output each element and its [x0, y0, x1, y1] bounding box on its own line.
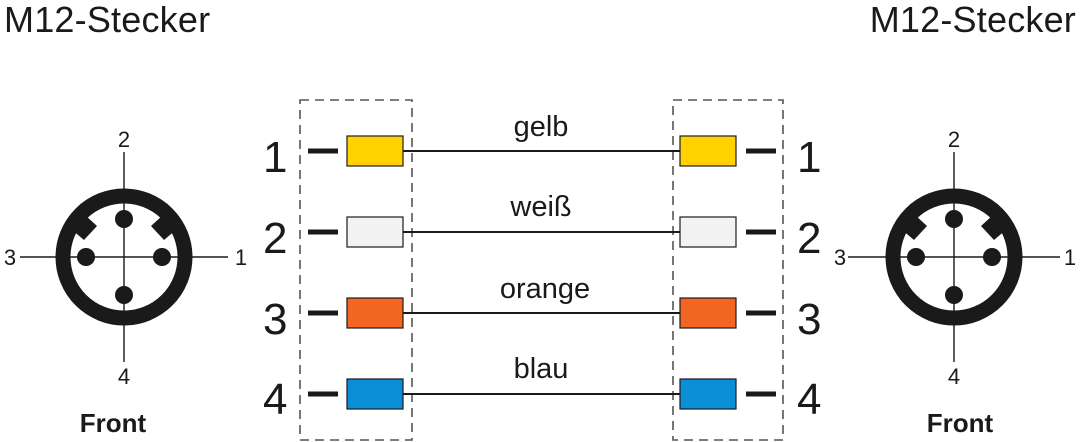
coding-key-right — [151, 215, 177, 240]
left-pin-number: 3 — [263, 295, 287, 344]
wire-color-label: gelb — [514, 111, 569, 143]
contact-pin-4 — [945, 286, 963, 304]
contact-label-2: 2 — [118, 127, 130, 152]
wire-row-3: 3 orange 3 — [263, 273, 821, 344]
left-wire-color-block — [346, 216, 404, 248]
contact-label-4: 4 — [118, 364, 130, 389]
right-pin-number: 2 — [797, 214, 821, 263]
right-wire-color-block — [679, 216, 737, 248]
coding-key-left — [901, 215, 927, 240]
wire-row-2: 2 weiß 2 — [263, 191, 821, 263]
wire-color-label: orange — [500, 273, 590, 305]
left-pin-number: 2 — [263, 214, 287, 263]
connector-ring — [885, 188, 1023, 326]
right-wire-color-block — [679, 297, 737, 329]
wire-color-label: weiß — [509, 191, 571, 223]
contact-pin-2 — [945, 210, 963, 228]
wire-color-label: blau — [514, 353, 569, 385]
left-wire-color-block — [346, 297, 404, 329]
coding-key-right — [981, 215, 1007, 240]
coding-key-left — [71, 215, 97, 240]
contact-label-4: 4 — [948, 364, 960, 389]
right-pin-number: 3 — [797, 295, 821, 344]
contact-pin-3 — [77, 248, 95, 266]
left-front-caption: Front — [80, 408, 147, 438]
contact-pin-1 — [983, 248, 1001, 266]
contact-label-3: 3 — [4, 245, 16, 270]
contact-label-1: 1 — [1064, 245, 1076, 270]
left-wire-color-block — [346, 135, 404, 167]
contact-label-2: 2 — [948, 127, 960, 152]
contact-pin-3 — [907, 248, 925, 266]
contact-label-1: 1 — [235, 245, 247, 270]
contact-pin-1 — [153, 248, 171, 266]
left-pin-number: 1 — [263, 133, 287, 182]
right-connector-title: M12-Stecker — [869, 0, 1076, 40]
right-pin-number: 4 — [797, 375, 821, 424]
left-connector-face: 2 3 1 4 Front — [4, 127, 247, 438]
left-pin-number: 4 — [263, 375, 287, 424]
left-connector-title: M12-Stecker — [4, 0, 211, 40]
right-pin-number: 1 — [797, 133, 821, 182]
right-front-caption: Front — [927, 408, 994, 438]
wire-row-4: 4 blau 4 — [263, 353, 821, 424]
left-wire-color-block — [346, 378, 404, 410]
wire-row-1: 1 gelb 1 — [263, 111, 821, 182]
connector-ring — [55, 188, 193, 326]
contact-pin-4 — [115, 286, 133, 304]
contact-label-3: 3 — [834, 245, 846, 270]
right-connector-face: 2 3 1 4 Front — [834, 127, 1076, 438]
right-wire-color-block — [679, 135, 737, 167]
contact-pin-2 — [115, 210, 133, 228]
right-wire-color-block — [679, 378, 737, 410]
